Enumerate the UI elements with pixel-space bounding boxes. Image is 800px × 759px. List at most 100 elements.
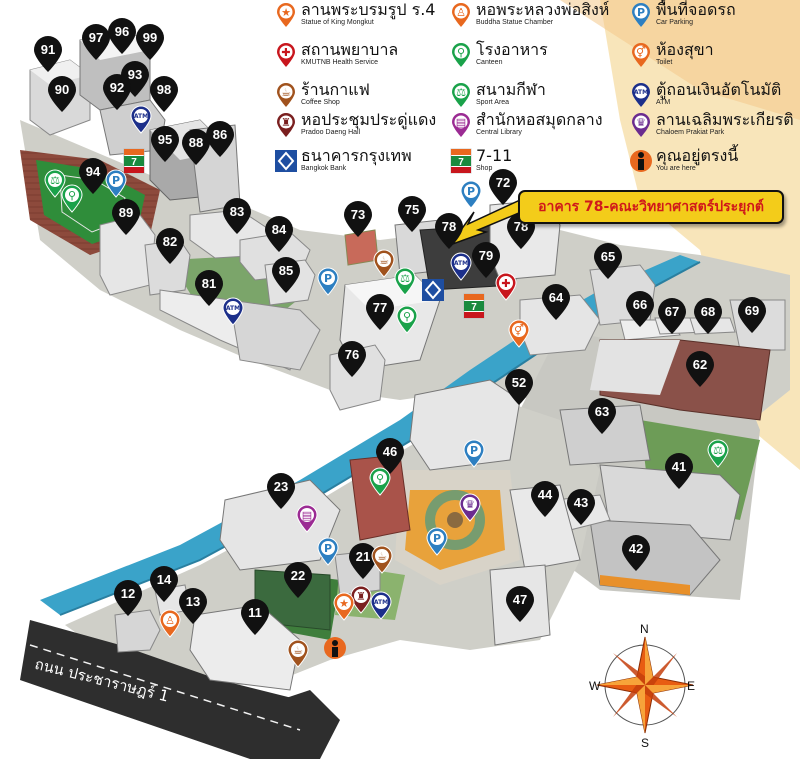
building-marker-69[interactable]: 69 [738,297,766,341]
parking-map-pin[interactable]: P [317,537,339,566]
building-marker-76[interactable]: 76 [338,341,366,385]
building-marker-78[interactable]: 78 [435,213,463,257]
building-marker-11[interactable]: 11 [241,599,269,643]
legend-item-buddha-pin: ♙หอพระหลวงพ่อสิงห์Buddha Statue Chamber [450,2,609,28]
sport-map-pin[interactable]: ⚖ [707,439,729,468]
building-marker-22[interactable]: 22 [284,562,312,606]
buddha-map-pin[interactable]: ♙ [159,609,181,638]
building-marker-73[interactable]: 73 [344,201,372,245]
building-marker-95[interactable]: 95 [151,126,179,170]
parking-map-pin[interactable]: P [426,527,448,556]
parking-map-pin[interactable]: P [317,267,339,296]
star-map-pin[interactable]: ★ [333,592,355,621]
svg-text:♙: ♙ [456,6,466,19]
building-marker-83[interactable]: 83 [223,198,251,242]
atm-map-pin[interactable]: ATM [370,591,392,620]
sport-map-pin[interactable]: ⚖ [394,267,416,296]
building-marker-96[interactable]: 96 [108,18,136,62]
building-marker-62[interactable]: 62 [686,351,714,395]
toilet-map-pin[interactable]: ⚥ [508,319,530,348]
parking-map-pin[interactable]: P [105,169,127,198]
legend-thai-label: ธนาคารกรุงเทพ [301,146,412,165]
coffee-map-pin[interactable]: ☕ [371,545,393,574]
building-marker-12[interactable]: 12 [114,580,142,624]
building-marker-94[interactable]: 94 [79,158,107,202]
building-marker-84[interactable]: 84 [265,216,293,260]
building-marker-47[interactable]: 47 [506,586,534,630]
building-marker-21[interactable]: 21 [349,543,377,587]
coffee-map-pin[interactable]: ☕ [373,249,395,278]
svg-text:✚: ✚ [501,277,510,290]
svg-text:P: P [433,532,441,545]
building-marker-44[interactable]: 44 [531,481,559,525]
svg-text:⚖: ⚖ [400,272,410,285]
atm-map-pin[interactable]: ATM [450,252,472,281]
building-marker-46[interactable]: 46 [376,438,404,482]
building-marker-43[interactable]: 43 [567,489,595,533]
toilet-pin-icon: ⚥ [632,43,650,67]
building-marker-77[interactable]: 77 [366,294,394,338]
building-marker-97[interactable]: 97 [82,24,110,68]
svg-text:7: 7 [458,157,464,168]
legend-thai-label: สนามกีฬา [476,80,546,99]
building-marker-66[interactable]: 66 [626,291,654,335]
building-marker-91[interactable]: 91 [34,36,62,80]
building-marker-75[interactable]: 75 [398,196,426,240]
legend-thai-label: คุณอยู่ตรงนี้ [656,146,739,165]
you-are-here-map-marker[interactable] [324,637,346,659]
seven-eleven-map-marker[interactable]: 7 [123,148,145,174]
parking-map-pin[interactable]: P [460,180,482,209]
building-marker-42[interactable]: 42 [622,535,650,579]
park-map-pin[interactable]: ♛ [459,493,481,522]
canteen-map-pin[interactable]: ⚲ [396,305,418,334]
building-marker-41[interactable]: 41 [665,453,693,497]
building-marker-13[interactable]: 13 [179,588,207,632]
building-marker-52[interactable]: 52 [505,369,533,413]
svg-text:☕: ☕ [377,550,387,563]
svg-text:P: P [324,542,332,555]
building-marker-92[interactable]: 92 [103,74,131,118]
svg-text:⚲: ⚲ [457,46,465,59]
building-marker-14[interactable]: 14 [150,566,178,610]
seven-eleven-map-marker[interactable]: 7 [463,293,485,319]
svg-text:ATM: ATM [634,89,648,96]
building-marker-89[interactable]: 89 [112,199,140,243]
parking-map-pin[interactable]: P [463,439,485,468]
building-marker-81[interactable]: 81 [195,270,223,314]
library-map-pin[interactable]: ▤ [296,504,318,533]
atm-map-pin[interactable]: ATM [222,297,244,326]
svg-text:⚖: ⚖ [713,444,723,457]
building-marker-63[interactable]: 63 [588,398,616,442]
you-are-here-icon [630,150,652,172]
hall-map-pin[interactable]: ♜ [350,585,372,614]
atm-map-pin[interactable]: ATM [130,105,152,134]
sport-map-pin[interactable]: ⚖ [44,169,66,198]
canteen-pin-icon: ⚲ [452,43,470,67]
building-marker-68[interactable]: 68 [694,298,722,342]
building-marker-88[interactable]: 88 [182,129,210,173]
building-marker-64[interactable]: 64 [542,284,570,328]
building-marker-85[interactable]: 85 [272,257,300,301]
building-number: 43 [574,495,588,510]
legend-thai-label: หอพระหลวงพ่อสิงห์ [476,0,610,19]
building-marker-72[interactable]: 72 [489,169,517,213]
building-marker-99[interactable]: 99 [136,24,164,68]
building-number: 22 [291,568,305,583]
building-marker-90[interactable]: 90 [48,76,76,120]
building-marker-82[interactable]: 82 [156,228,184,272]
building-marker-67[interactable]: 67 [658,298,686,342]
canteen-map-pin[interactable]: ⚲ [61,184,83,213]
bank-map-marker[interactable] [422,279,444,301]
building-number: 73 [351,207,365,222]
canteen-map-pin[interactable]: ⚲ [369,467,391,496]
health-map-pin[interactable]: ✚ [495,272,517,301]
building-marker-98[interactable]: 98 [150,76,178,120]
building-number: 84 [272,222,287,237]
building-marker-65[interactable]: 65 [594,243,622,287]
coffee-map-pin[interactable]: ☕ [287,639,309,668]
building-marker-79[interactable]: 79 [472,242,500,286]
building-marker-23[interactable]: 23 [267,473,295,517]
building-number: 76 [345,347,359,362]
building-marker-86[interactable]: 86 [206,121,234,165]
